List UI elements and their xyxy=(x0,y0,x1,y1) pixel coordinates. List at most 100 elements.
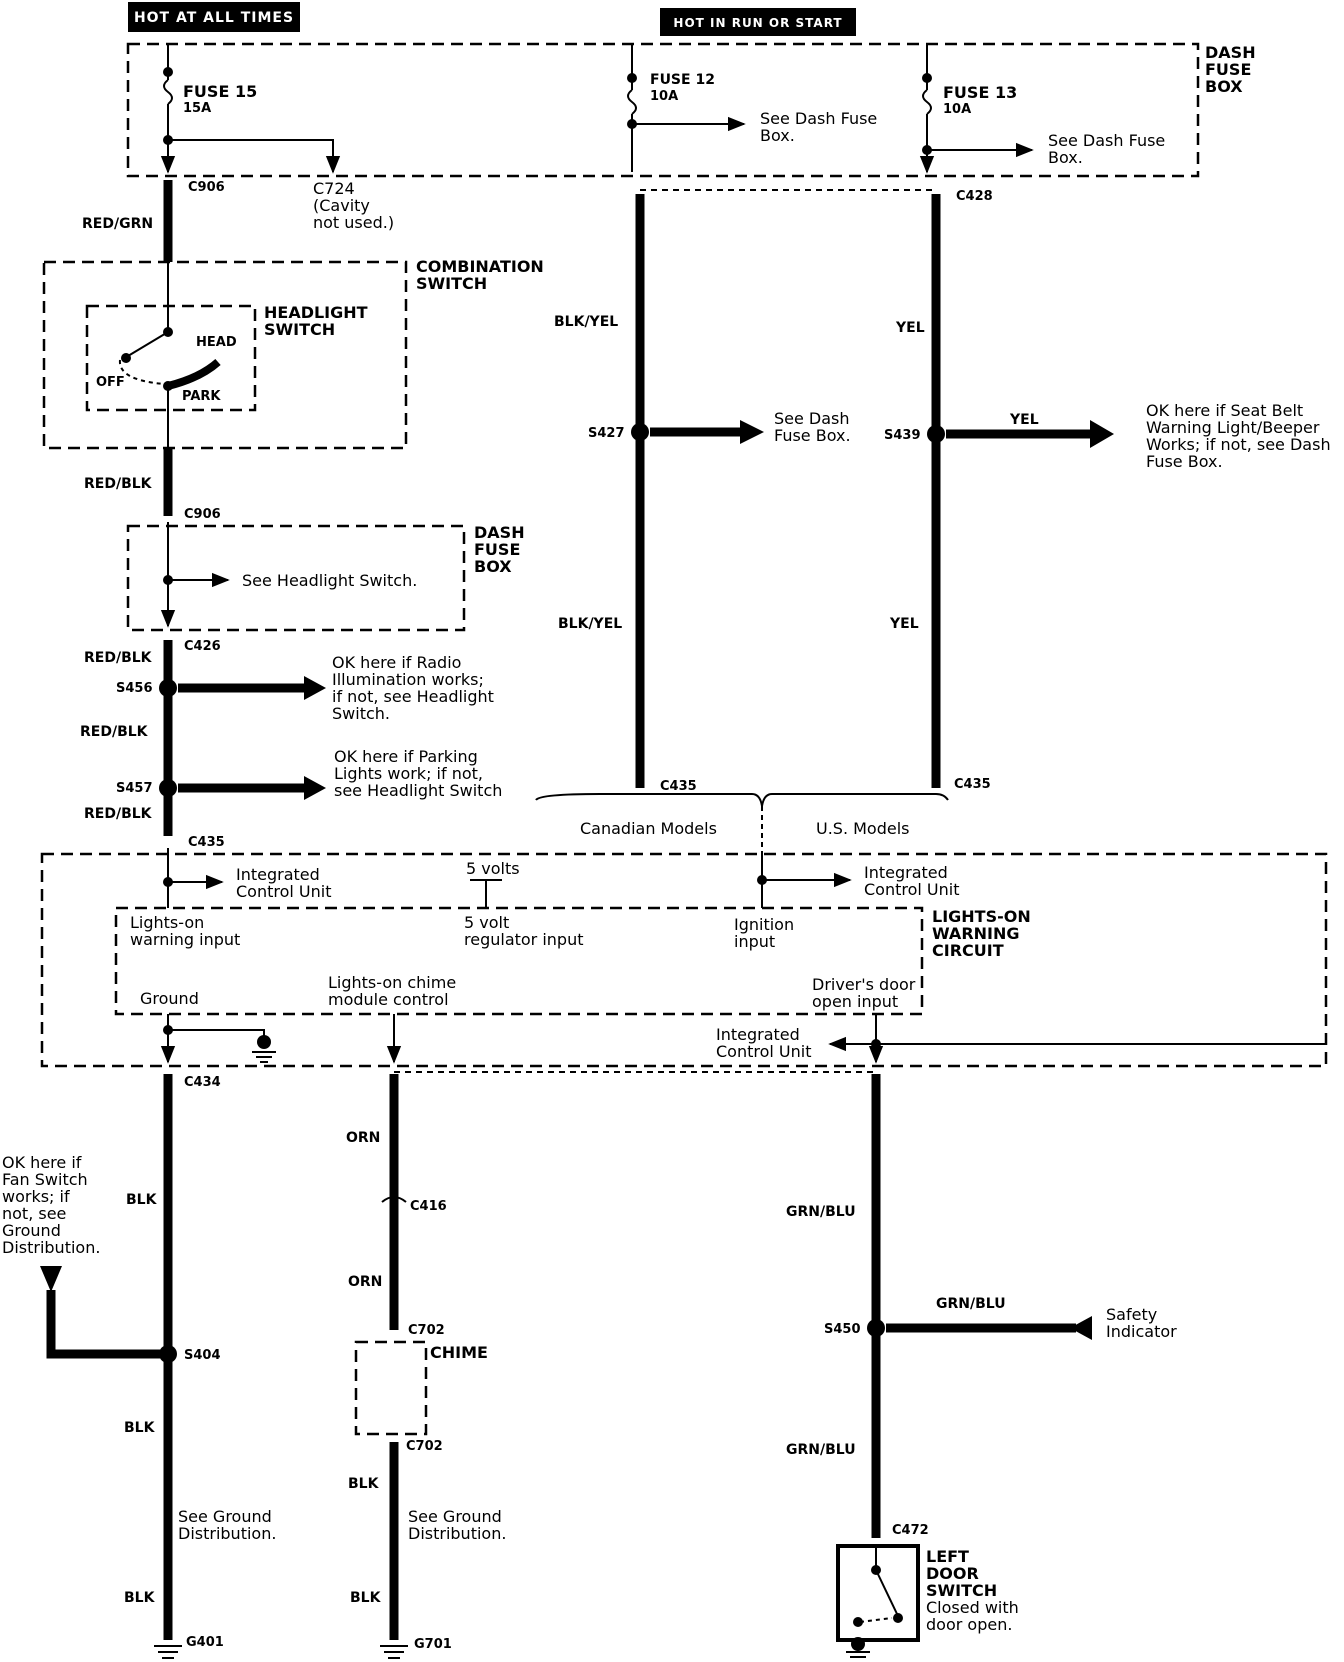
s450-wire-label: GRN/BLU xyxy=(936,1296,1006,1312)
left-door-switch-label: LEFT DOOR SWITCH xyxy=(926,1547,997,1600)
wire-blk-chime-label-1: BLK xyxy=(348,1476,380,1492)
fuse15-symbol xyxy=(163,79,173,105)
splice-s456 xyxy=(159,679,177,697)
fan-switch-note: OK here if Fan Switch works; if not, see… xyxy=(2,1153,100,1257)
integrated-control-unit-box xyxy=(40,852,1328,1068)
dash-fuse-box-top xyxy=(126,42,1200,178)
c702-bottom-label: C702 xyxy=(406,1439,443,1454)
fuse12-name: FUSE 12 xyxy=(650,72,715,88)
icu-label-left: Integrated Control Unit xyxy=(236,865,332,901)
dash-fuse-box-title: DASH FUSE BOX xyxy=(1205,43,1261,96)
splice-s404 xyxy=(159,1345,177,1363)
s427-label: S427 xyxy=(588,426,625,441)
c906-top-label: C906 xyxy=(188,180,225,195)
fuse13-note: See Dash Fuse Box. xyxy=(1048,131,1170,167)
wire-red-blk-3-label: RED/BLK xyxy=(80,724,149,740)
wire-blk-yel-label-1: BLK/YEL xyxy=(554,314,618,330)
lights-on-warning-circuit-box xyxy=(114,906,924,1016)
c428-label: C428 xyxy=(956,189,993,204)
switch-head-label: HEAD xyxy=(196,335,237,350)
g401-label: G401 xyxy=(186,1635,224,1650)
canadian-models-label: Canadian Models xyxy=(580,819,717,838)
see-ground-middle: See Ground Distribution. xyxy=(408,1507,507,1543)
fuse13-name: FUSE 13 xyxy=(943,83,1017,102)
lights-on-warning-circuit-title: LIGHTS-ON WARNING CIRCUIT xyxy=(932,907,1036,960)
wire-orn-label-2: ORN xyxy=(348,1274,382,1290)
splice-s457 xyxy=(159,779,177,797)
switch-off-label: OFF xyxy=(96,375,125,390)
wire-blk-label-1: BLK xyxy=(126,1192,158,1208)
door-switch-blade xyxy=(875,1569,899,1617)
s439-note: OK here if Seat Belt Warning Light/Beepe… xyxy=(1146,401,1336,471)
wire-red-blk-2-label: RED/BLK xyxy=(84,650,153,666)
model-brace xyxy=(535,793,949,807)
s404-label: S404 xyxy=(184,1348,221,1363)
see-headlight-switch: See Headlight Switch. xyxy=(242,571,417,590)
five-volts-label: 5 volts xyxy=(466,859,520,878)
lights-on-input-label: Lights-on warning input xyxy=(130,913,240,949)
hot-in-run-label: HOT IN RUN OR START xyxy=(673,16,842,30)
headlight-switch-box xyxy=(85,304,257,412)
s456-note: OK here if Radio Illumination works; if … xyxy=(332,653,499,723)
fuse15-rating: 15A xyxy=(183,101,211,116)
regulator-input-label: 5 volt regulator input xyxy=(464,913,584,949)
c426-label: C426 xyxy=(184,639,221,654)
door-switch-note: Closed with door open. xyxy=(926,1598,1024,1634)
fan-ground-branch xyxy=(46,1290,160,1359)
splice-s427 xyxy=(631,423,649,441)
chime-label: CHIME xyxy=(430,1343,488,1362)
wire-yel-label-1: YEL xyxy=(895,320,925,336)
wire-blk-yel-label-2: BLK/YEL xyxy=(558,616,622,632)
s427-note: See Dash Fuse Box. xyxy=(774,409,855,445)
fuse12-symbol xyxy=(627,89,637,115)
hot-in-run-badge xyxy=(660,8,856,36)
c435-right-label: C435 xyxy=(954,777,991,792)
internal-ground-icon xyxy=(257,1035,271,1049)
headlight-switch-arc xyxy=(167,358,221,390)
icu-label-bottom: Integrated Control Unit xyxy=(716,1025,812,1061)
s439-label: S439 xyxy=(884,428,921,443)
fuse13-symbol xyxy=(922,89,932,115)
dash-fuse-box-mid-title: DASH FUSE BOX xyxy=(474,523,530,576)
dash-fuse-box-mid xyxy=(126,524,466,632)
wire-orn-label-1: ORN xyxy=(346,1130,380,1146)
wire-yel-label-2: YEL xyxy=(889,616,919,632)
combination-switch-box xyxy=(42,260,408,450)
icu-label-right: Integrated Control Unit xyxy=(864,863,960,899)
wire-red-grn-label: RED/GRN xyxy=(82,216,153,232)
wire-red-blk-1-label: RED/BLK xyxy=(84,476,153,492)
c724-label: C724 (Cavity not used.) xyxy=(313,179,394,232)
c434-label: C434 xyxy=(184,1075,221,1090)
door-input-label: Driver's door open input xyxy=(812,975,920,1011)
fuse12-note: See Dash Fuse Box. xyxy=(760,109,882,145)
c472-label: C472 xyxy=(892,1523,929,1538)
c435-left-label: C435 xyxy=(188,835,225,850)
s456-label: S456 xyxy=(116,681,153,696)
c416-label: C416 xyxy=(410,1199,447,1214)
splice-s450 xyxy=(867,1319,885,1337)
fuse13-rating: 10A xyxy=(943,102,971,117)
c906-mid-label: C906 xyxy=(184,507,221,522)
headlight-switch-blade xyxy=(127,331,169,357)
ignition-input-label: Ignition input xyxy=(734,915,799,951)
wire-grn-blu-label-1: GRN/BLU xyxy=(786,1204,856,1220)
headlight-switch-title: HEADLIGHT SWITCH xyxy=(264,303,373,339)
wire-blk-chime-label-2: BLK xyxy=(350,1590,382,1606)
switch-park-label: PARK xyxy=(182,389,221,404)
wire-red-blk-4-label: RED/BLK xyxy=(84,806,153,822)
s457-label: S457 xyxy=(116,781,153,796)
us-models-label: U.S. Models xyxy=(816,819,910,838)
chime-box xyxy=(354,1340,428,1436)
combination-switch-title: COMBINATION SWITCH xyxy=(416,257,549,293)
g701-label: G701 xyxy=(414,1637,452,1652)
c702-top-label: C702 xyxy=(408,1323,445,1338)
ground-label: Ground xyxy=(140,989,199,1008)
s450-label: S450 xyxy=(824,1322,861,1337)
s457-note: OK here if Parking Lights work; if not, … xyxy=(334,747,502,800)
see-ground-left: See Ground Distribution. xyxy=(178,1507,277,1543)
wire-blk-label-2: BLK xyxy=(124,1420,156,1436)
chime-control-label: Lights-on chime module control xyxy=(328,973,461,1009)
door-switch-box xyxy=(836,1544,920,1642)
fuse12-rating: 10A xyxy=(650,89,678,104)
